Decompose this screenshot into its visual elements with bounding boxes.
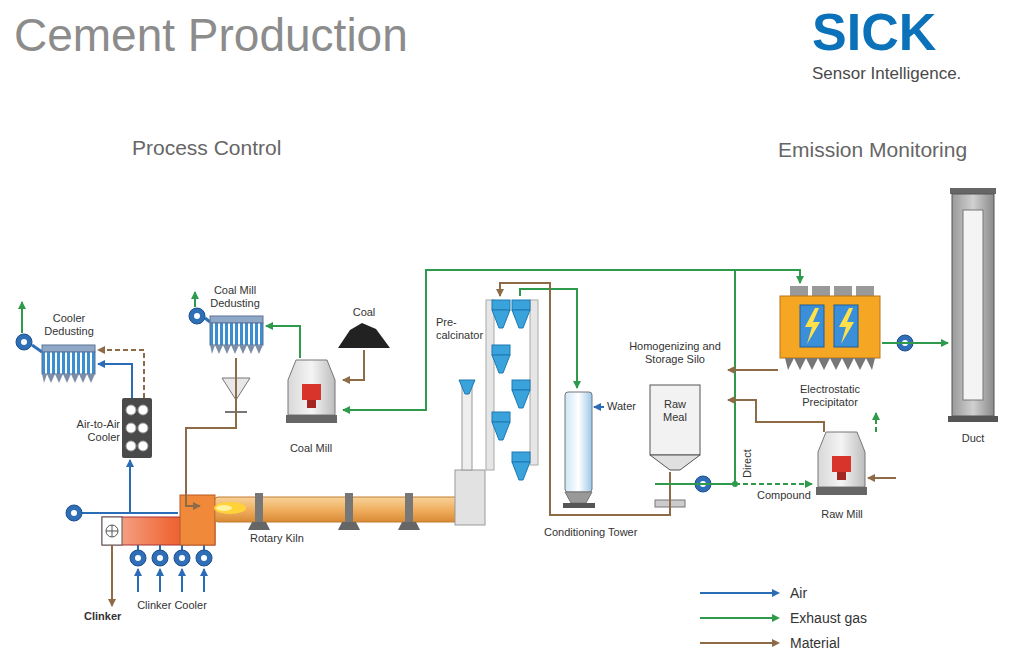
equipment-label: Air-to-Air Cooler [66,418,120,443]
flow-label: Compound [756,489,812,502]
output-label: Clinker [84,610,121,623]
equipment-label: Electrostatic Precipitator [792,383,868,408]
input-label: Water [607,400,636,413]
equipment-node: Clinker Cooler [100,513,218,613]
flow-line [129,460,131,513]
flow-line [343,270,735,484]
equipment-node: Air-to-Air Cooler [66,398,154,460]
equipment-label: Homogenizing and Storage Silo [625,340,725,365]
equipment-label: Rotary Kiln [250,532,330,545]
flow-line [266,326,300,358]
legend-swatch [700,635,782,651]
legend-swatch [700,585,782,601]
flow-line [500,283,670,515]
equipment-label: Coal Mill Dedusting [204,284,266,309]
logo-slogan: Sensor Intelligence. [812,64,961,84]
equipment-node: Coal Mill [283,358,343,456]
legend-text: Air [790,585,807,601]
equipment-node: Homogenizing and Storage SiloRaw Meal [622,340,728,472]
equipment-node: Coal Mill Dedusting [204,284,266,358]
equipment-label: Duct [948,432,998,445]
equipment-node: Pre-calcinator [432,296,542,480]
section-heading: Emission Monitoring [778,138,967,162]
flow-label: Direct [741,448,754,479]
equipment-node: Coal [336,306,392,350]
flow-line [98,364,132,398]
equipment-node: Raw Mill [812,432,882,524]
equipment-node: Cooler Dedusting [40,312,98,388]
logo-text: SICK [812,6,936,58]
section-heading: Process Control [132,136,281,160]
equipment-label: Conditioning Tower [544,526,654,539]
equipment-label: Clinker Cooler [132,599,212,612]
legend-text: Exhaust gas [790,610,867,626]
equipment-label: Raw Meal [653,398,697,423]
equipment-node: Duct [948,188,998,446]
legend-text: Material [790,635,840,651]
equipment-node: Conditioning Tower [543,388,655,540]
legend-swatch [700,610,782,626]
equipment-node: Electrostatic Precipitator [778,283,882,413]
flow-line [875,413,877,432]
flow-line [343,350,364,380]
flow-line [186,358,236,506]
flow-line [882,342,948,344]
equipment-label: Pre-calcinator [436,316,486,341]
flow-line [520,289,577,388]
equipment-node: Rotary Kiln [200,488,432,550]
flow-line [728,369,778,371]
equipment-label: Cooler Dedusting [40,312,98,337]
page-title: Cement Production [14,10,408,61]
equipment-label: Coal [336,306,392,319]
flow-line [655,270,800,484]
equipment-label: Coal Mill [279,442,343,455]
flow-line [98,350,144,398]
equipment-label: Raw Mill [812,508,872,521]
flow-line [655,483,812,485]
